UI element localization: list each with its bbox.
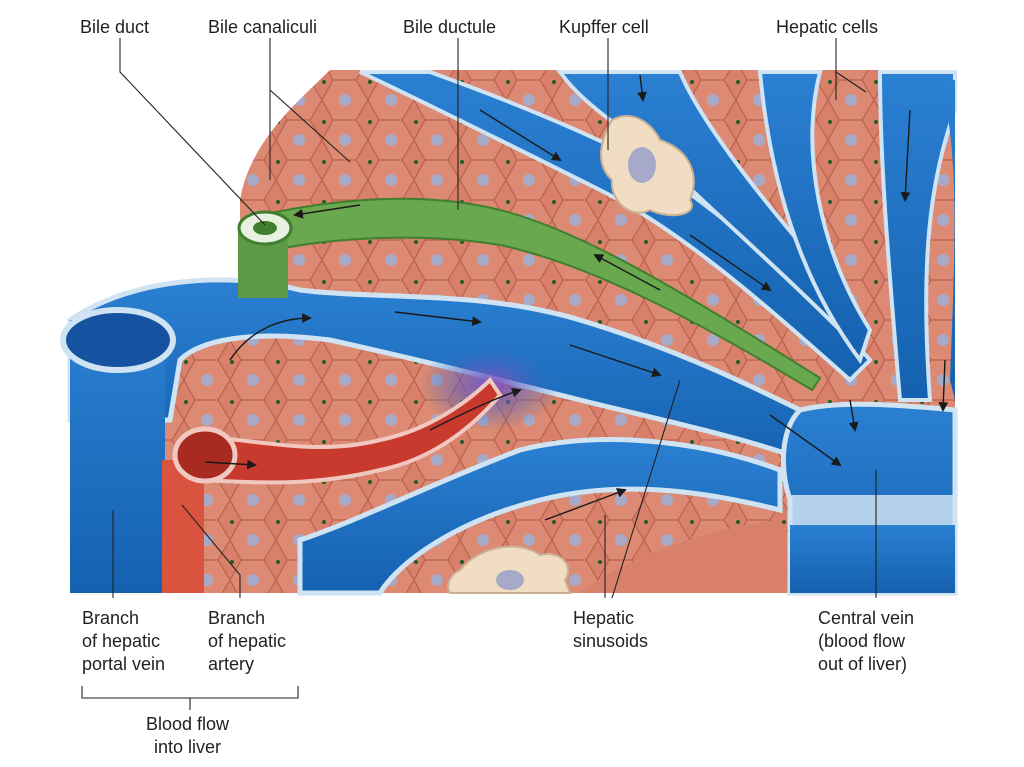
label-blood-flow-into-liver: Blood flow into liver (146, 714, 230, 757)
flow-arrow (769, 414, 842, 467)
bile-flow-arrow (593, 254, 661, 291)
label-bile-ductule: Bile ductule (403, 17, 497, 37)
leader-sinusoids-2 (611, 379, 681, 599)
label-bile-duct: Bile duct (80, 17, 150, 37)
label-kupffer-cell: Kupffer cell (559, 17, 649, 37)
blood-flow-bracket (81, 686, 299, 710)
flow-arrow (569, 344, 662, 378)
flow-arrow (544, 488, 627, 521)
bile-flow-arrow (293, 204, 361, 219)
tissue-block (60, 70, 958, 596)
flow-arrow (479, 109, 562, 162)
label-portal-vein-branch: Branch of hepatic portal vein (82, 608, 166, 674)
leader-hepatic-cells-2 (835, 71, 867, 93)
flow-arrows (204, 74, 949, 521)
flow-arrow (637, 74, 647, 102)
flow-arrow (204, 459, 257, 470)
leader-lines (81, 38, 877, 710)
flow-arrow (938, 359, 949, 412)
label-hepatic-cells: Hepatic cells (776, 17, 879, 37)
leader-hepatic-artery (181, 504, 241, 598)
flow-arrow (900, 109, 911, 202)
flow-arrow (429, 387, 522, 431)
label-bile-canaliculi: Bile canaliculi (208, 17, 318, 37)
label-hepatic-sinusoids: Hepatic sinusoids (573, 608, 649, 651)
leader-bile-duct (119, 38, 266, 226)
label-hepatic-artery-branch: Branch of hepatic artery (208, 608, 287, 674)
flow-arrow (689, 234, 772, 292)
leader-bile-canaliculi-2 (269, 89, 351, 163)
label-central-vein: Central vein (blood flow out of liver) (818, 608, 915, 674)
flow-arrow (394, 311, 482, 326)
flow-arrow (229, 313, 312, 361)
flow-arrow (848, 399, 859, 432)
